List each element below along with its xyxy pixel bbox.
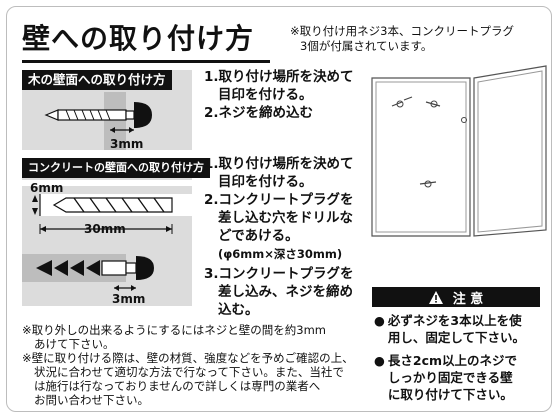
- note-line: は施行は行なっておりませんので詳しくは専門の業者へ: [34, 379, 321, 393]
- bullet-marker: ●: [374, 353, 385, 368]
- bottom-notes: ※取り外しの出来るようにするにはネジと壁の間を約3mm あけて下さい。 ※壁に取…: [22, 323, 368, 407]
- drill-and-plug-icon: [22, 194, 192, 291]
- caution-line: に取り付けて下さい。: [387, 387, 513, 402]
- note-line: あけて下さい。: [34, 337, 115, 351]
- step-line: 込む。: [218, 302, 259, 318]
- caution-list: ● 必ずネジを3本以上を使 用し、固定して下さい。 ● 長さ2cm以上のネジで …: [374, 312, 546, 409]
- caution-line: 必ずネジを3本以上を使: [387, 313, 522, 328]
- wood-wall-illustration: 木の壁面への取り付け方: [22, 70, 192, 150]
- caution-line: しっかり固定できる壁: [387, 370, 513, 385]
- note-line: 3個が付属されています。: [300, 39, 433, 53]
- title-underline: [22, 60, 270, 63]
- wood-section-label: 木の壁面への取り付け方: [22, 70, 172, 90]
- step-line: 3.コンクリートプラグを: [204, 266, 354, 282]
- wood-screw-icon: [44, 102, 152, 133]
- wood-gap-dimension: 3mm: [110, 137, 144, 151]
- note-line: ※取り付け用ネジ3本、コンクリートプラグ: [290, 24, 514, 38]
- step-line: (φ6mm×深さ30mm): [218, 247, 343, 261]
- page-frame: [6, 6, 552, 412]
- concrete-section-label: コンクリートの壁面への取り付け方: [22, 158, 210, 178]
- note-line: お問い合わせ下さい。: [34, 393, 149, 407]
- concrete-steps: 1.取り付け場所を決めて 目印を付ける。 2.コンクリートプラグを 差し込む穴を…: [204, 155, 354, 319]
- caution-line: 用し、固定して下さい。: [387, 330, 526, 345]
- note-line: ※壁に取り付ける際は、壁の材質、強度などを予めご確認の上、: [22, 351, 354, 365]
- caution-item: ● 必ずネジを3本以上を使 用し、固定して下さい。: [374, 312, 546, 346]
- note-line: 状況に合わせて適切な方法で行なって下さい。また、当社で: [34, 365, 344, 379]
- step-line: どであける。: [218, 228, 299, 244]
- warning-icon: [428, 290, 443, 304]
- step-line: 1.取り付け場所を決めて: [204, 156, 354, 172]
- hole-diameter-dimension: 6mm: [30, 181, 64, 195]
- wall-surface: [22, 180, 192, 186]
- case-mounted-illustration: [371, 65, 547, 237]
- page-title: 壁への取り付け方: [22, 22, 255, 55]
- step-line: 1.取り付け場所を決めて: [204, 69, 354, 85]
- caution-header: 注 意: [372, 287, 540, 307]
- step-line: 2.ネジを締め込む: [204, 105, 314, 121]
- bullet-marker: ●: [374, 313, 385, 328]
- wall-surface: [104, 92, 126, 150]
- caution-line: 長さ2cm以上のネジで: [387, 353, 518, 368]
- step-line: 差し込み、ネジを締め: [218, 284, 353, 300]
- step-line: 2.コンクリートプラグを: [204, 192, 354, 208]
- plug-gap-dimension: 3mm: [112, 292, 146, 306]
- step-line: 目印を付ける。: [218, 174, 313, 190]
- step-line: 差し込む穴をドリルな: [218, 210, 353, 226]
- wood-steps: 1.取り付け場所を決めて 目印を付ける。 2.ネジを締め込む: [204, 68, 354, 122]
- note-line: ※取り外しの出来るようにするにはネジと壁の間を約3mm: [22, 323, 326, 337]
- hole-depth-dimension: 30mm: [84, 222, 126, 236]
- caution-title: 注 意: [452, 291, 484, 307]
- caution-item: ● 長さ2cm以上のネジで しっかり固定できる壁 に取り付けて下さい。: [374, 352, 546, 403]
- step-line: 目印を付ける。: [218, 87, 313, 103]
- included-parts-note: ※取り付け用ネジ3本、コンクリートプラグ 3個が付属されています。: [290, 24, 550, 54]
